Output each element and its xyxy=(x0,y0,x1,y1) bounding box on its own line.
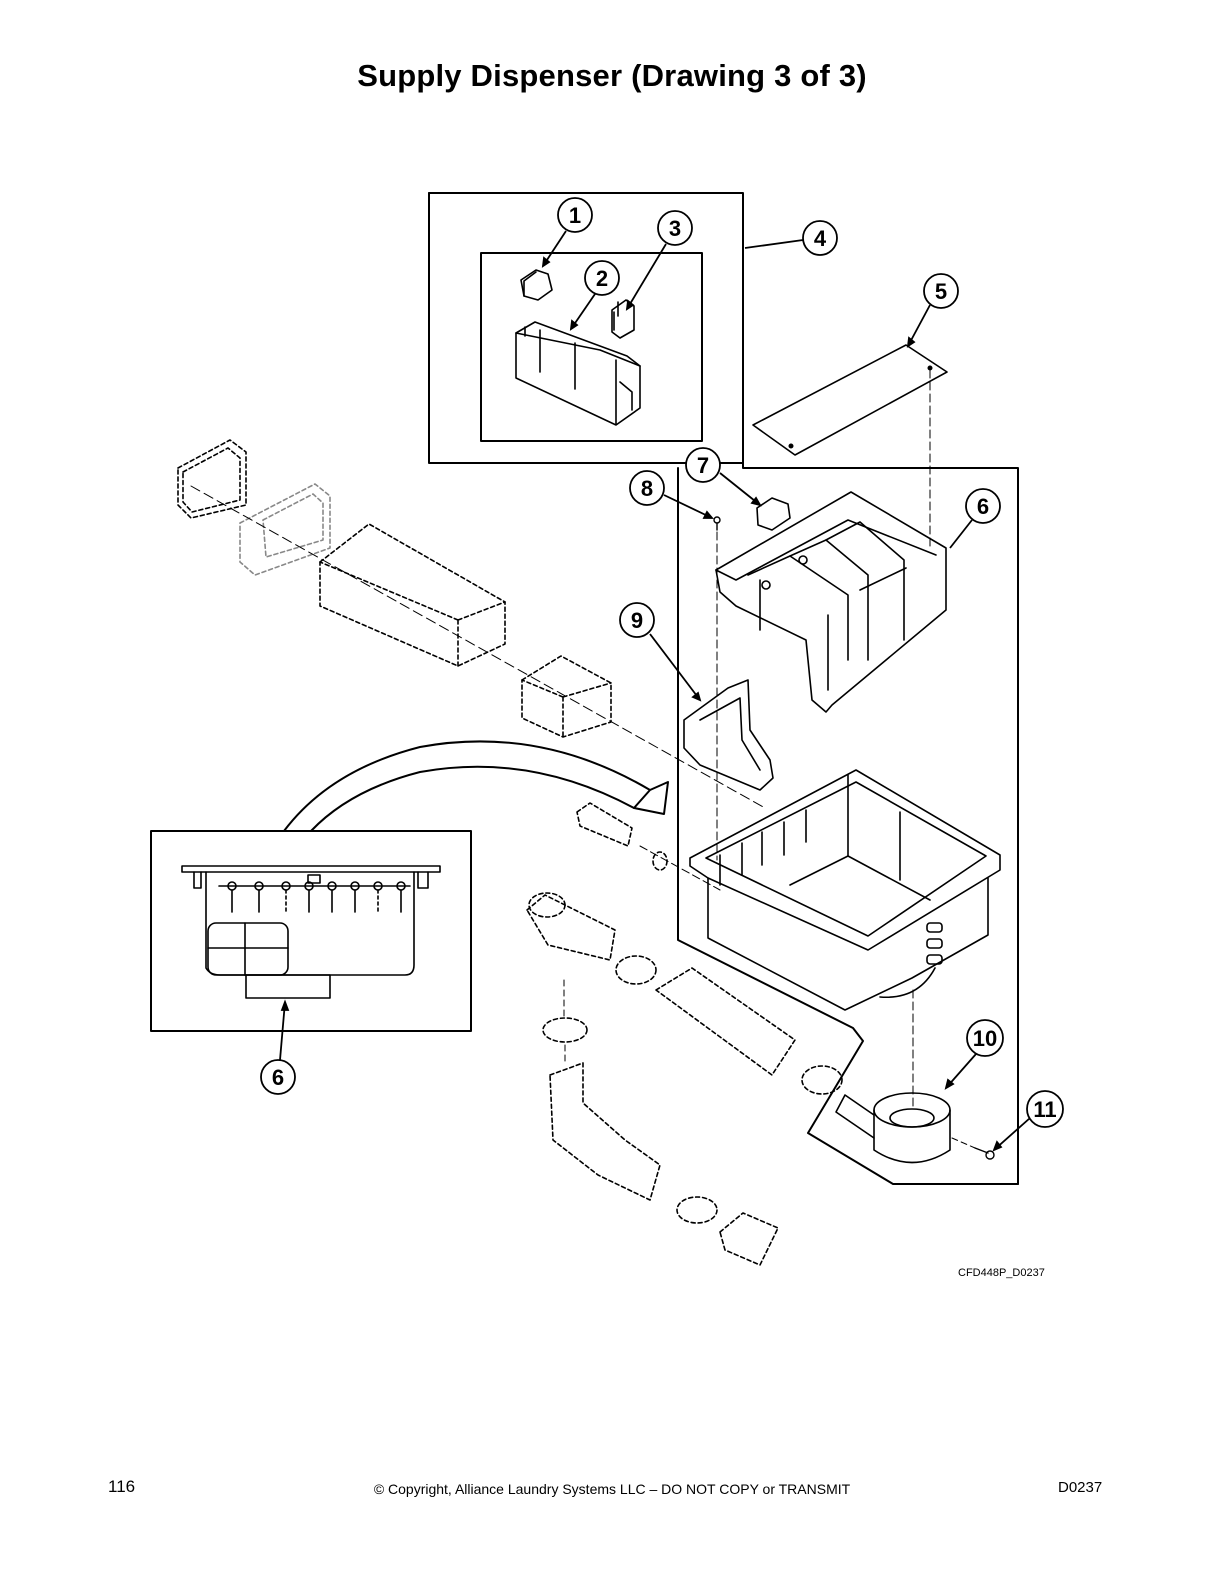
assembly-4-outline xyxy=(428,192,1019,1185)
phantom-duct-chain xyxy=(177,439,612,738)
housing-group-outline xyxy=(677,467,1019,1185)
detail-location-arrow xyxy=(283,740,651,832)
detail-inset-box xyxy=(150,830,472,1032)
callout-3: 3 xyxy=(625,210,693,311)
callout-10-label: 10 xyxy=(973,1026,997,1051)
callout-3-label: 3 xyxy=(669,216,681,241)
callout-8-label: 8 xyxy=(641,476,653,501)
callout-2: 2 xyxy=(569,260,620,331)
callouts: 1 2 3 4 5 6 7 xyxy=(260,197,1064,1152)
copyright-notice: © Copyright, Alliance Laundry Systems LL… xyxy=(373,1481,851,1497)
callout-9: 9 xyxy=(619,602,702,702)
clip-part xyxy=(520,269,553,301)
callout-7: 7 xyxy=(685,447,762,507)
callout-7-label: 7 xyxy=(697,453,709,478)
callout-6-detail-label: 6 xyxy=(272,1065,284,1090)
callout-6: 6 xyxy=(949,488,1001,549)
cup-assembly-box xyxy=(480,252,703,442)
drawing-id: CFD448P_D0237 xyxy=(958,1267,1045,1279)
cup-part xyxy=(515,321,641,426)
callout-11-label: 11 xyxy=(1033,1097,1056,1122)
callout-2-label: 2 xyxy=(596,266,608,291)
callout-9-label: 9 xyxy=(631,608,643,633)
page-title: Supply Dispenser (Drawing 3 of 3) xyxy=(357,58,867,93)
callout-10: 10 xyxy=(944,1019,1004,1090)
lid-plate xyxy=(752,344,948,456)
document-code: D0237 xyxy=(1058,1479,1103,1496)
callout-6-label: 6 xyxy=(977,494,989,519)
callout-1: 1 xyxy=(541,197,593,268)
callout-4-label: 4 xyxy=(814,226,827,251)
small-cap-part xyxy=(756,497,791,531)
callout-11: 11 xyxy=(992,1090,1064,1152)
siphon-cap-part xyxy=(611,299,635,339)
screw-11-part xyxy=(951,1137,995,1160)
callout-8: 8 xyxy=(629,470,714,519)
dispenser-tray xyxy=(715,491,947,713)
page-number: 116 xyxy=(108,1477,136,1496)
assembly-4-left-outline xyxy=(428,192,744,464)
basin xyxy=(689,769,1001,1011)
phantom-hose-chain xyxy=(526,802,843,1266)
drain-fitting xyxy=(835,1092,951,1164)
callout-5-label: 5 xyxy=(935,279,947,304)
callout-6-detail: 6 xyxy=(260,999,296,1095)
bracket-channel xyxy=(683,679,774,791)
callout-1-label: 1 xyxy=(569,203,581,228)
detail-inset-part xyxy=(181,865,441,999)
callout-4: 4 xyxy=(744,220,838,256)
callout-5: 5 xyxy=(906,273,959,348)
